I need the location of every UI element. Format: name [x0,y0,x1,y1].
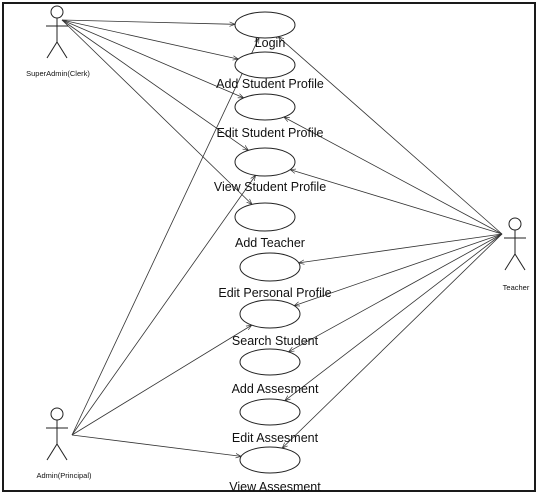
diagram-frame [2,2,536,492]
association-teacher-view_student [290,170,503,235]
use-case-label: Add Assesment [232,382,319,396]
actor-superadmin: SuperAdmin(Clerk) [26,5,90,78]
association-teacher-view_assessment [282,233,503,448]
use-case-ellipse [234,93,296,121]
association-teacher-add_assessment [289,233,503,352]
association-teacher-login [278,37,503,235]
actor-left-leg [46,41,58,59]
actor-left-leg [504,253,516,271]
use-case-label: Edit Student Profile [216,126,323,140]
actor-head-icon [50,5,64,19]
use-case-add-teacher: Add Teacher [234,202,305,250]
association-admin-view_assessment [71,434,241,456]
use-case-ellipse [239,348,301,376]
association-admin-view_student [71,175,256,436]
use-case-ellipse [234,147,296,177]
actor-label: SuperAdmin(Clerk) [26,69,90,78]
association-superadmin-add_teacher [61,19,252,204]
association-teacher-edit_assessment [285,233,503,401]
use-case-view-student: View Student Profile [214,147,326,194]
association-teacher-edit_personal [299,233,503,263]
use-case-add-assessment: Add Assesment [232,348,319,396]
association-superadmin-add_student [61,19,238,59]
use-case-search-student: Search Student [232,299,319,348]
use-case-ellipse [234,11,296,39]
use-case-ellipse [239,299,301,329]
use-case-edit-student: Edit Student Profile [216,93,324,140]
association-superadmin-view_student [61,19,248,150]
actor-admin: Admin(Principal) [36,407,92,480]
association-admin-search_student [71,325,252,436]
actor-left-leg [46,443,58,461]
actor-head-icon [50,407,64,421]
actor-head-icon [508,217,522,231]
use-case-label: Edit Assesment [232,431,319,445]
actor-right-leg [514,253,526,271]
association-superadmin-edit_student [61,19,244,99]
use-case-ellipse [239,446,301,474]
use-case-label: Edit Personal Profile [218,286,331,300]
use-case-label: Search Student [232,334,319,348]
actor-right-leg [56,41,68,59]
use-case-label: Login [255,36,286,50]
use-case-add-student: Add Student Profile [216,51,324,91]
actor-label: Teacher [503,283,530,292]
use-case-label: View Student Profile [214,180,326,194]
actor-label: Admin(Principal) [36,471,92,480]
association-superadmin-login [61,19,235,24]
use-case-label: View Assesment [229,480,321,494]
use-case-label: Add Teacher [235,236,305,250]
use-case-ellipse [234,51,296,79]
use-case-ellipse [234,202,296,232]
association-teacher-edit_student [284,117,503,235]
actor-teacher: Teacher [503,217,530,292]
association-admin-login [71,38,259,436]
actor-right-leg [56,443,68,461]
use-case-view-assessment: View Assesment [229,446,321,494]
association-teacher-search_student [294,233,503,306]
use-case-label: Add Student Profile [216,77,324,91]
association-lines [61,19,503,456]
use-case-login: Login [234,11,296,50]
use-case-edit-assessment: Edit Assesment [232,398,319,445]
use-case-ellipse [239,398,301,426]
use-case-ellipse [239,252,301,282]
use-case-edit-personal: Edit Personal Profile [218,252,332,300]
